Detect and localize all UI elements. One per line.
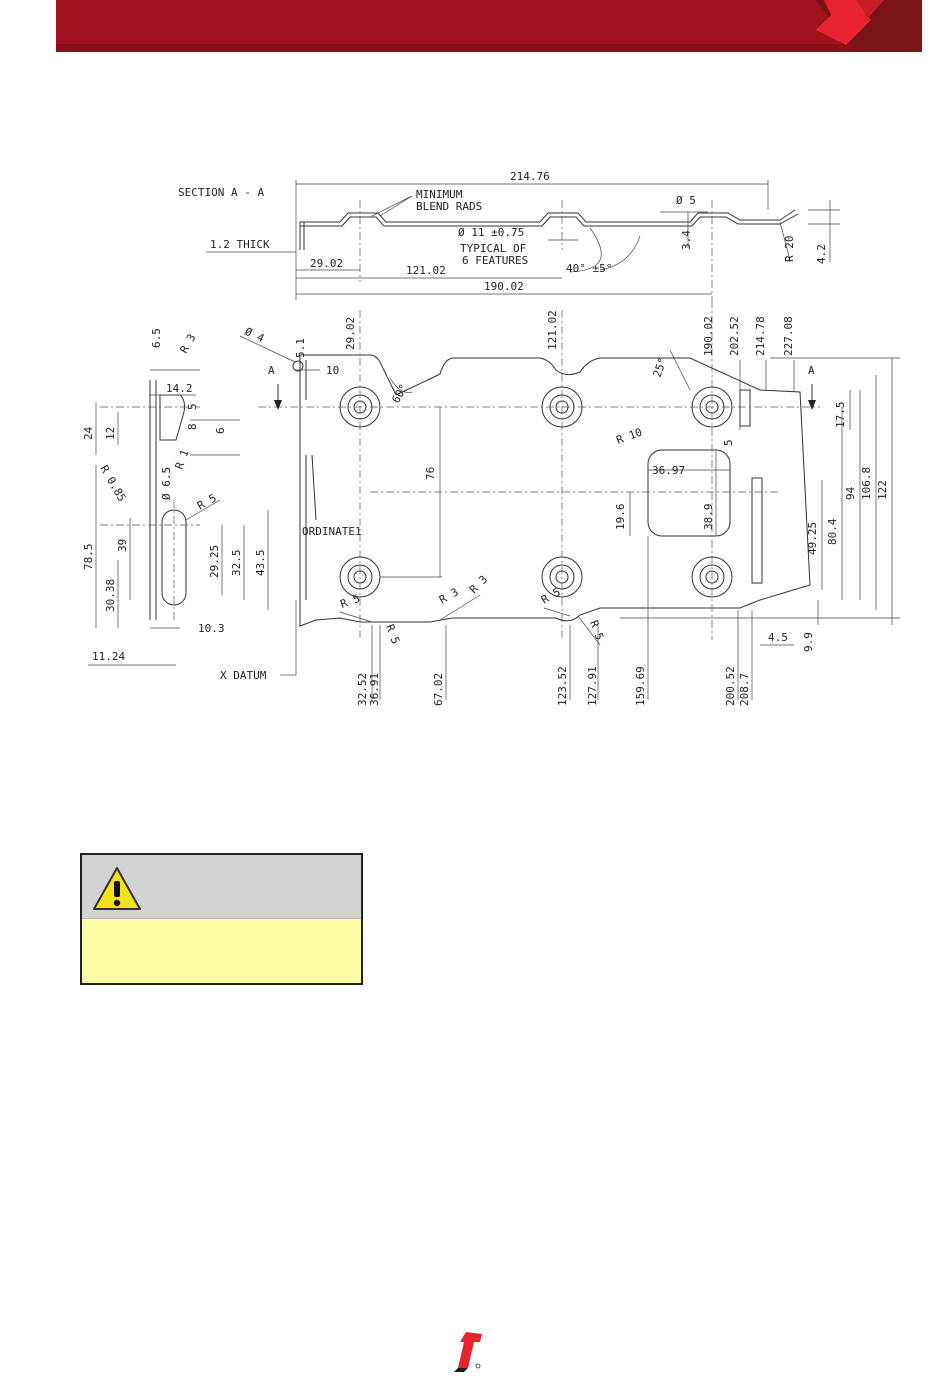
- slot-detail: [161, 509, 187, 606]
- dimension-label: R 5: [339, 592, 362, 611]
- dimension-label: 80.4: [826, 518, 839, 545]
- dimension-label: BLEND RADS: [416, 200, 482, 213]
- dimension-label: 1.2 THICK: [210, 238, 270, 251]
- dimension-label: 190.02: [484, 280, 524, 293]
- dimension-label: 202.52: [728, 316, 741, 356]
- dimension-label: 122: [876, 480, 889, 500]
- dimension-label: A: [808, 364, 815, 377]
- dimension-label: 190.02: [702, 316, 715, 356]
- locating-hole: [292, 360, 304, 372]
- dimension-label: 32.5: [230, 550, 243, 577]
- dimension-label: 121.02: [546, 310, 559, 350]
- dimension-label: 121.02: [406, 264, 446, 277]
- dimension-label: 30.38: [104, 579, 117, 612]
- dimension-label: 123.52: [556, 666, 569, 706]
- dimension-label: R 20: [783, 236, 796, 263]
- dimension-label: R 3: [177, 332, 198, 356]
- dimension-label: 4.2: [815, 244, 828, 264]
- dimension-label: X DATUM: [220, 669, 267, 682]
- dimension-label: 11.24: [92, 650, 125, 663]
- dimension-label: 4.5: [768, 631, 788, 644]
- center-cutout: [647, 449, 731, 537]
- dimension-label: 5: [722, 439, 735, 446]
- caution-box: [80, 853, 363, 985]
- dimension-label: Ø 4: [243, 325, 267, 345]
- dimension-label: 200.52: [724, 666, 737, 706]
- caution-header: [82, 855, 361, 919]
- dimension-label: 227.08: [782, 316, 795, 356]
- warning-triangle-icon: [93, 867, 141, 910]
- dimension-label: 6 FEATURES: [462, 254, 528, 267]
- plan-view: A A 29.02 121.02 190.02 202.52 214.78 22…: [220, 300, 900, 706]
- dimension-label: R 10: [615, 426, 644, 447]
- dimension-label: 159.69: [634, 666, 647, 706]
- dimension-label: 29.02: [344, 317, 357, 350]
- dimension-label: Ø 11 ±0.75: [458, 226, 524, 239]
- dimension-label: 32.52: [356, 673, 369, 706]
- dimension-label: R 5: [587, 619, 606, 642]
- dimension-label: MINIMUM: [416, 188, 463, 201]
- dimension-label: 6.5: [150, 328, 163, 348]
- dimension-label: 38.9: [702, 504, 715, 531]
- dimension-label: ORDINATE1: [302, 525, 362, 538]
- header-banner: [56, 0, 922, 52]
- dimension-label: A: [268, 364, 275, 377]
- technical-drawing: SECTION A - A MINIMUM BLEND RADS 214.76 …: [82, 170, 900, 706]
- dimension-label: 3.4: [680, 230, 693, 250]
- dimension-label: 5.1: [294, 338, 307, 358]
- dimension-label: 67.02: [432, 673, 445, 706]
- dimension-label: Ø 6.5: [160, 467, 173, 500]
- dimension-label: 14.2: [166, 382, 193, 395]
- dimension-label: 5: [186, 403, 199, 410]
- dimension-label: 76: [424, 467, 437, 480]
- dimension-label: R 3: [467, 573, 490, 596]
- dimension-label: TYPICAL OF: [460, 242, 526, 255]
- dimension-label: 10: [326, 364, 339, 377]
- dimension-label: 17.5: [834, 402, 847, 429]
- dimension-label: 78.5: [82, 544, 95, 571]
- dimension-label: R 0.85: [97, 463, 128, 504]
- slot: [751, 477, 763, 584]
- dimension-label: 49.25: [806, 522, 819, 555]
- section-a-a-view: SECTION A - A MINIMUM BLEND RADS 214.76 …: [178, 170, 840, 300]
- dimension-label: 36.97: [652, 464, 685, 477]
- dimension-label: 10.3: [198, 622, 225, 635]
- company-logo-icon: [454, 1332, 482, 1372]
- dimension-label: 214.78: [754, 316, 767, 356]
- dimension-label: Ø 5: [676, 194, 696, 207]
- dimension-label: 214.76: [510, 170, 550, 183]
- dimension-label: 29.02: [310, 257, 343, 270]
- dimension-label: R 3: [437, 585, 461, 606]
- dimension-label: 43.5: [254, 550, 267, 577]
- side-detail-view: 6.5 R 3 14.2 5 8 6 R 1 24 12 R 0.85 Ø 6.…: [82, 328, 269, 666]
- dimension-label: 106.8: [860, 467, 873, 500]
- dimension-label: R 5: [383, 623, 402, 646]
- dimension-label: 8: [186, 423, 199, 430]
- dimension-label: 208.7: [738, 673, 751, 706]
- dimension-label: 60°: [389, 382, 410, 406]
- dimension-label: 39: [116, 539, 129, 552]
- dimension-label: 6: [214, 427, 227, 434]
- dimension-label: 94: [844, 486, 857, 500]
- dimension-label: 12: [104, 427, 117, 440]
- dimension-label: 19.6: [614, 504, 627, 531]
- dimension-label: 24: [82, 426, 95, 440]
- header-logo-mark: [816, 0, 871, 45]
- dimension-label: R 1: [173, 448, 192, 471]
- dimension-label: 40° ±5°: [566, 262, 612, 275]
- dimension-label: R 5: [195, 491, 219, 512]
- dimension-label: 127.91: [586, 666, 599, 706]
- dimension-label: 9.9: [802, 632, 815, 652]
- dimension-label: 36.91: [368, 673, 381, 706]
- slot: [739, 389, 751, 427]
- section-title: SECTION A - A: [178, 186, 264, 199]
- dimension-label: 29.25: [208, 545, 221, 578]
- dimension-label: 25°: [651, 356, 670, 379]
